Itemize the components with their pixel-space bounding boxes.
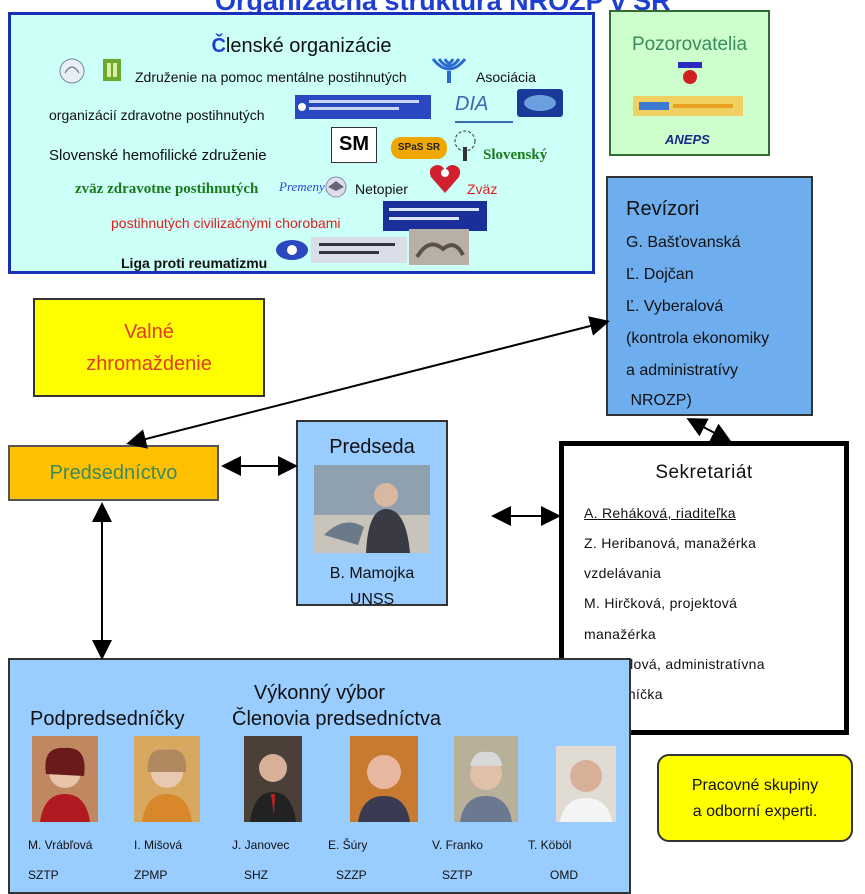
presidium-box: Predsedníctvo (8, 445, 219, 501)
heart-logo-icon (429, 165, 461, 193)
person-org: SZTP (442, 868, 473, 882)
secretariat-line: A. Reháková, riaditeľka (584, 505, 736, 521)
auditor-line: Ľ. Vyberalová (626, 298, 724, 315)
members-heading: Členské organizácie (211, 35, 392, 57)
person-name: E. Šúry (328, 838, 368, 852)
person-org: OMD (550, 868, 578, 882)
auditors-title: Revízori (626, 198, 700, 220)
person-org: SZZP (336, 868, 367, 882)
person-name: J. Janovec (232, 838, 290, 852)
org-zpmp-text: Združenie na pomoc mentálne postihnutých (135, 69, 407, 85)
auditors-box: Revízori G. Bašťovanská Ľ. Dojčan Ľ. Vyb… (606, 176, 813, 416)
org-liga-text: Liga proti reumatizmu (121, 255, 268, 271)
organization-banner-icon (295, 95, 431, 119)
org-azp-text-2: organizácií zdravotne postihnutých (49, 107, 265, 123)
vice-chairs-label: Podpredsedníčky (30, 708, 185, 730)
observer-logo-2-icon (633, 96, 743, 116)
org-logo-icon (59, 58, 85, 84)
chair-name: B. Mamojka UNSS (329, 565, 415, 606)
dia-logo: DIA (455, 93, 513, 123)
bat-logo-icon (325, 176, 347, 198)
person-photo-icon (350, 736, 418, 822)
org-zpcch-text-2: postihnutých civilizačnými chorobami (111, 215, 341, 231)
person-name: V. Franko (432, 838, 483, 852)
secretariat-title: Sekretariát (655, 462, 753, 483)
person-photo-icon (556, 746, 616, 822)
spas-logo: SPaS SR (391, 137, 447, 159)
presidium-members-label: Členovia predsedníctva (232, 708, 442, 730)
secretariat-line: vzdelávania (584, 565, 662, 581)
secretariat-line: manažérka (584, 626, 656, 642)
person-name: T. Köböl (528, 838, 572, 852)
arrow-presidium-auditors (126, 316, 610, 449)
auditor-line: (kontrola ekonomiky (626, 330, 770, 347)
observers-title: Pozorovatelia (631, 34, 748, 55)
auditor-line: Ľ. Dojčan (626, 266, 694, 283)
eye-logo-icon (276, 240, 308, 260)
executive-committee-box: Výkonný výbor Podpredsedníčky Členovia p… (8, 658, 631, 894)
person-org: ZPMP (134, 868, 168, 882)
org-netopier-text: Netopier (355, 181, 408, 197)
org-zpcch-text: Zväz (467, 181, 498, 197)
org-szzp-text: Slovenský (483, 147, 548, 163)
menorah-logo-icon (431, 58, 467, 83)
secretariat-line: Z. Heribanová, manažérka (584, 535, 757, 551)
chair-photo-icon (314, 465, 430, 553)
tree-logo-icon (454, 130, 476, 161)
premeny-logo: Premeny (279, 179, 325, 194)
liga-banner-icon (311, 237, 407, 263)
person-photo-icon (32, 736, 98, 822)
secretariat-box: Sekretariát A. Reháková, riaditeľka Z. H… (559, 441, 849, 735)
org-szzp-text-2: zväz zdravotne postihnutých (75, 181, 259, 197)
person-photo-icon (134, 736, 200, 822)
person-org: SHZ (244, 868, 268, 882)
observers-box: Pozorovatelia ANEPS (609, 10, 770, 156)
sm-logo: SM (331, 127, 377, 163)
zpmp-logo-icon (103, 59, 121, 81)
org-shz-text: Slovenské hemofilické združenie (49, 147, 267, 164)
chair-box: Predseda B. Mamojka UNSS (296, 420, 448, 606)
person-name: I. Mišová (134, 838, 183, 852)
auditor-line: NROZP) (626, 392, 692, 409)
auditor-line: a administratívy (626, 362, 739, 379)
aneps-logo: ANEPS (665, 132, 710, 147)
member-organizations-box: Členské organizácie Združenie na pomoc m… (8, 12, 595, 274)
org-azp-text: Asociácia (476, 69, 536, 85)
person-photo-icon (454, 736, 518, 822)
parents-banner-icon (383, 201, 487, 231)
person-photo-icon (244, 736, 302, 822)
map-logo-icon (517, 89, 563, 117)
exec-title: Výkonný výbor (253, 682, 386, 704)
working-groups-line2: a odborní experti. (692, 803, 818, 820)
person-org: SZTP (28, 868, 59, 882)
secretariat-line: M. Hirčková, projektová (584, 595, 738, 611)
observer-logo-1-icon (678, 62, 702, 84)
arrow-auditors-secretariat (686, 418, 732, 442)
person-name: M. Vrábľová (28, 838, 93, 852)
working-groups-box: Pracovné skupiny a odborní experti. (657, 754, 853, 842)
hands-photo-icon (409, 229, 469, 265)
auditor-line: G. Bašťovanská (626, 234, 741, 251)
working-groups-line1: Pracovné skupiny (691, 777, 819, 794)
